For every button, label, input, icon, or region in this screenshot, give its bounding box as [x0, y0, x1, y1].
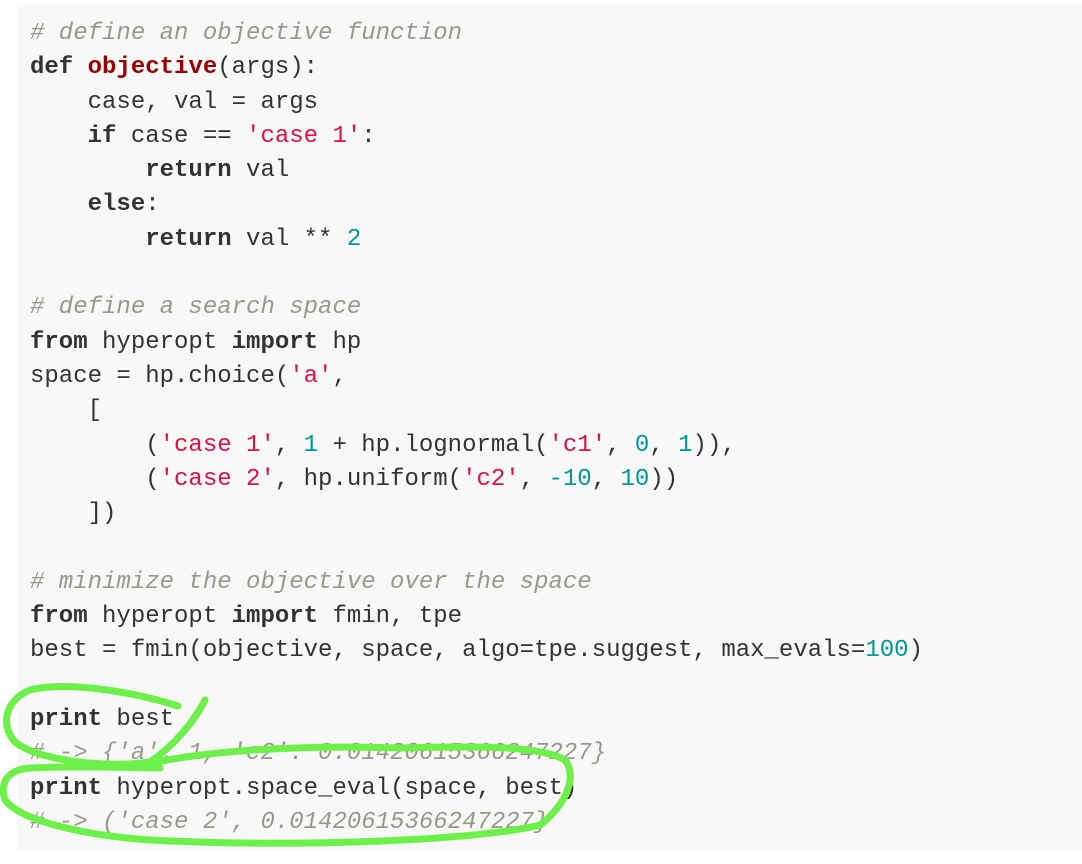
code-token-kw: return: [145, 157, 232, 185]
code-token-com: # -> {'a': 1, 'c2': 0.01420615366247227}: [30, 740, 607, 768]
code-token-com: # define a search space: [30, 294, 362, 322]
code-line: ('case 2', hp.uniform('c2', -10, 10)): [30, 463, 923, 497]
code-line: def objective(args):: [30, 51, 923, 85]
code-token-num: 1: [303, 431, 319, 459]
code-token-plain: )),: [692, 431, 736, 459]
code-token-plain: :: [145, 191, 160, 219]
code-text: # define an objective function def object…: [30, 17, 923, 840]
code-token-plain: hyperopt.space_eval(space, best): [102, 774, 578, 802]
code-token-str: 'c1': [548, 431, 607, 459]
code-token-kw: return: [145, 225, 232, 253]
code-line: ('case 1', 1 + hp.lognormal('c1', 0, 1))…: [30, 429, 923, 463]
code-token-plain: val **: [231, 225, 347, 253]
code-token-kw: else: [87, 191, 146, 219]
code-line: [30, 257, 923, 291]
code-token-plain: best: [102, 705, 175, 733]
code-token-plain: [30, 226, 145, 253]
code-token-str: 'case 1': [159, 431, 275, 459]
code-token-num: 2: [346, 225, 362, 253]
code-token-plain: ,: [274, 431, 304, 459]
code-line: return val: [30, 154, 923, 188]
code-line: ]): [30, 497, 923, 531]
code-token-kw: if: [87, 122, 117, 150]
code-token-plain: hyperopt: [87, 328, 232, 356]
code-line: if case == 'case 1':: [30, 120, 923, 154]
code-token-com: # minimize the objective over the space: [30, 568, 592, 596]
code-token-plain: ,: [591, 465, 621, 493]
code-token-str: 'case 1': [246, 122, 362, 150]
code-token-plain: case ==: [116, 122, 247, 150]
code-token-com: # -> ('case 2', 0.01420615366247227}: [30, 808, 549, 836]
code-token-plain: hp: [318, 328, 362, 356]
code-token-str: 'case 2': [159, 465, 275, 493]
code-token-plain: ,: [649, 431, 679, 459]
code-token-plain: + hp.lognormal(: [318, 431, 549, 459]
code-token-kw: from: [30, 603, 88, 631]
code-token-plain: ): [908, 637, 923, 665]
code-token-kw: import: [231, 603, 319, 631]
code-token-plain: (: [30, 465, 160, 493]
code-line: space = hp.choice('a',: [30, 360, 923, 394]
code-token-plain: [: [30, 397, 103, 425]
code-line: # minimize the objective over the space: [30, 566, 923, 600]
code-line: return val ** 2: [30, 223, 923, 257]
code-token-plain: case, val = args: [30, 88, 319, 116]
code-token-kw: print: [30, 705, 103, 733]
code-token-str: 'c2': [462, 465, 520, 493]
code-line: else:: [30, 188, 923, 222]
code-token-num: -10: [548, 465, 592, 493]
code-token-num: 10: [620, 465, 650, 493]
code-token-num: 0: [634, 431, 650, 459]
code-token-kw: from: [30, 328, 88, 356]
code-line: [30, 669, 923, 703]
code-token-str: 'a': [289, 362, 333, 390]
code-block: # define an objective function def object…: [17, 4, 1082, 850]
code-line: print best: [30, 703, 923, 737]
code-line: # -> {'a': 1, 'c2': 0.01420615366247227}: [30, 737, 923, 771]
code-token-plain: hyperopt: [87, 603, 232, 631]
code-line: # define a search space: [30, 291, 923, 325]
code-line: # -> ('case 2', 0.01420615366247227}: [30, 806, 923, 840]
code-token-plain: )): [649, 465, 679, 493]
code-line: case, val = args: [30, 86, 923, 120]
code-token-plain: [30, 157, 145, 184]
code-line: print hyperopt.space_eval(space, best): [30, 772, 923, 806]
code-line: best = fmin(objective, space, algo=tpe.s…: [30, 634, 923, 668]
code-token-com: # define an objective function: [30, 20, 463, 47]
code-line: from hyperopt import hp: [30, 326, 923, 360]
code-token-plain: (: [30, 431, 160, 459]
code-token-kw: print: [30, 774, 103, 802]
code-token-kw: def: [30, 54, 74, 82]
code-token-plain: , hp.uniform(: [274, 465, 463, 493]
code-token-plain: (args):: [217, 54, 319, 82]
code-token-plain: space = hp.choice(: [30, 362, 290, 390]
code-token-plain: fmin, tpe: [318, 603, 463, 631]
code-token-num: 100: [865, 637, 909, 665]
code-line: [30, 531, 923, 565]
code-token-plain: ]): [30, 500, 117, 528]
code-token-plain: [30, 191, 88, 218]
code-line: from hyperopt import fmin, tpe: [30, 600, 923, 634]
code-token-plain: ,: [332, 362, 347, 390]
code-token-plain: :: [361, 122, 376, 150]
code-token-kw: import: [231, 328, 319, 356]
code-token-plain: ,: [606, 431, 635, 459]
code-line: [: [30, 394, 923, 428]
code-token-num: 1: [678, 431, 693, 459]
code-token-plain: val: [231, 157, 290, 185]
code-line: # define an objective function: [30, 17, 923, 51]
code-token-plain: [30, 123, 88, 150]
code-token-fn: objective: [87, 54, 218, 82]
code-token-plain: ,: [519, 465, 549, 493]
code-token-plain: best = fmin(objective, space, algo=tpe.s…: [30, 637, 866, 665]
code-token-plain: [73, 54, 87, 81]
